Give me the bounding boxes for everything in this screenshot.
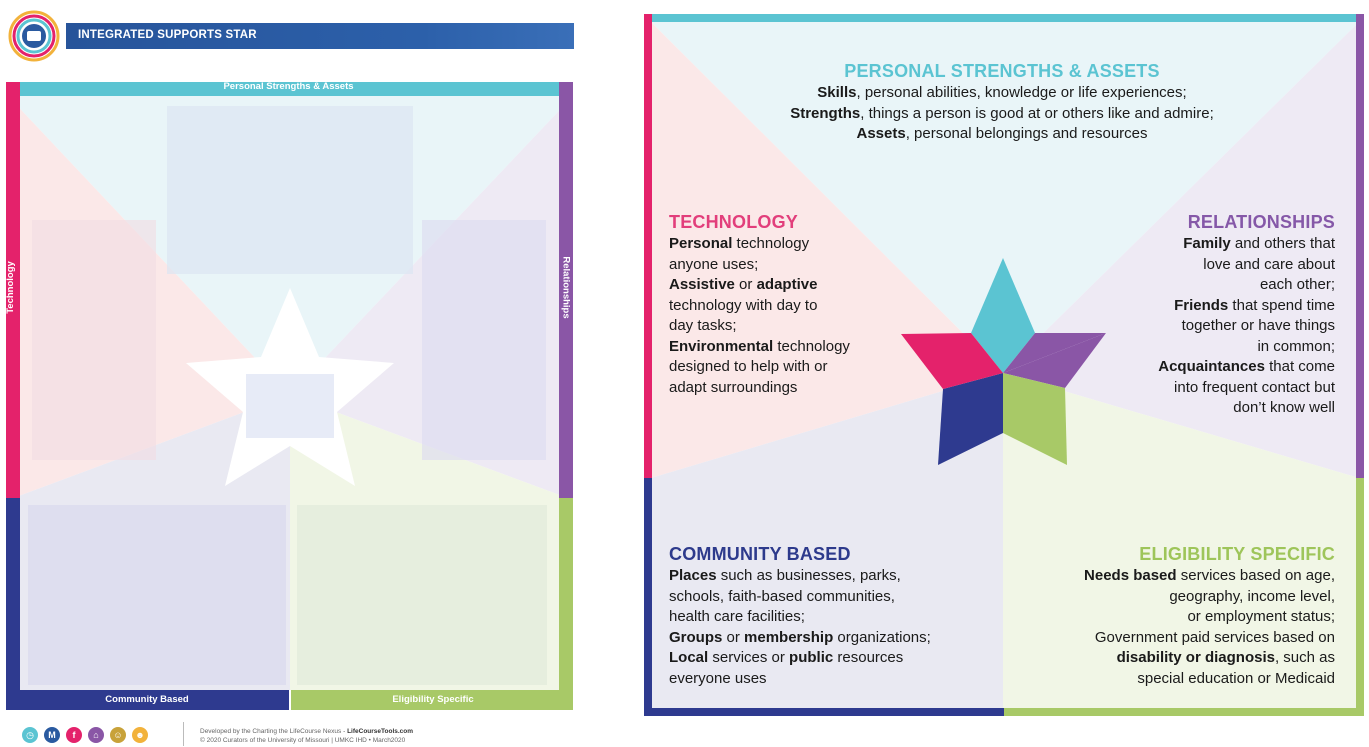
legend-eligibility-line: geography, income level,	[1169, 587, 1335, 605]
legend-border-top	[644, 14, 1363, 22]
legend-region-relationships	[1003, 22, 1359, 478]
legend-technology-line: designed to help with or	[669, 358, 828, 375]
legend-technology-line: adapt surroundings	[669, 378, 798, 396]
legend-community-line: Local services or public resources	[669, 649, 904, 666]
legend-technology-title: TECHNOLOGY	[669, 212, 799, 232]
worksheet-label-eligibility: Eligibility Specific	[392, 694, 474, 705]
star-point-eligibility	[1003, 373, 1067, 465]
f-badge-icon: f	[66, 727, 82, 743]
legend-relationships-title: RELATIONSHIPS	[1187, 212, 1335, 232]
legend-region-personal	[651, 22, 1359, 373]
clock-icon: ◷	[22, 727, 38, 743]
legend-eligibility-block: ELIGIBILITY SPECIFIC Needs based service…	[1040, 542, 1335, 689]
worksheet-label-personal: Personal Strengths & Assets	[223, 81, 354, 92]
legend-border-left-upper	[644, 14, 652, 478]
legend-personal-block: PERSONAL STRENGTHS & ASSETS Skills, pers…	[700, 59, 1304, 145]
legend-eligibility-line: Government paid services based on	[1094, 628, 1335, 646]
legend-community-title: COMMUNITY BASED	[669, 544, 851, 564]
people-icon: ☺	[110, 727, 126, 743]
legend-technology-line: technology with day to	[669, 296, 818, 314]
person-icon: ☻	[132, 727, 148, 743]
legend-eligibility-line: Needs based services based on age,	[1084, 567, 1335, 584]
legend-relationships-line: Family and others that	[1183, 235, 1335, 252]
legend-personal-line: Skills, personal abilities, knowledge or…	[817, 84, 1187, 101]
worksheet-band-bottom-right	[291, 690, 573, 710]
legend-border-right-upper	[1356, 14, 1364, 478]
m-badge-icon: M	[44, 727, 60, 743]
legend-region-eligibility	[1003, 373, 1359, 712]
legend-relationships-line: together or have things	[1181, 317, 1335, 334]
worksheet-band-right	[559, 82, 573, 498]
legend-relationships-line: Friends that spend time	[1174, 296, 1335, 314]
worksheet-box-technology	[32, 220, 156, 460]
legend-community-line: everyone uses	[669, 669, 767, 687]
legend-eligibility-line: disability or diagnosis, such as	[1116, 649, 1335, 666]
legend-relationships-line: each other;	[1259, 276, 1335, 293]
legend-technology-line: Assistive or adaptive	[669, 276, 818, 293]
worksheet-band-right-lower	[559, 498, 573, 710]
legend-eligibility-line: special education or Medicaid	[1137, 669, 1335, 687]
footer-line-2: © 2020 Curators of the University of Mis…	[200, 737, 406, 744]
legend-eligibility-line: or employment status;	[1187, 608, 1335, 625]
worksheet-box-eligibility	[297, 505, 547, 685]
legend-border-left-lower	[644, 478, 652, 716]
legend-personal-line: Assets, personal belongings and resource…	[856, 125, 1148, 142]
legend-personal-title: PERSONAL STRENGTHS & ASSETS	[844, 61, 1160, 81]
footer-divider	[183, 722, 184, 746]
legend-relationships-line: love and care about	[1203, 255, 1335, 273]
worksheet-title-bar: INTEGRATED SUPPORTS STAR	[66, 23, 574, 49]
legend-region-technology	[651, 22, 1003, 478]
lifecourse-logo-icon	[8, 10, 60, 62]
worksheet-band-bottom-left	[6, 690, 289, 710]
legend-community-line: Places such as businesses, parks,	[669, 567, 901, 584]
worksheet-box-community	[28, 505, 286, 685]
worksheet-box-center	[246, 374, 334, 438]
star-point-technology	[901, 333, 1003, 389]
legend-technology-line: anyone uses;	[669, 255, 759, 273]
legend-border-right-lower	[1356, 478, 1364, 716]
star-point-personal	[971, 258, 1035, 373]
legend-relationships-line: don’t know well	[1233, 399, 1335, 416]
legend-border-bottom-left	[644, 708, 1004, 716]
worksheet-title: INTEGRATED SUPPORTS STAR	[78, 29, 257, 41]
star-point-relationships-lower	[1003, 333, 1106, 388]
worksheet-box-relationships	[422, 220, 546, 460]
legend-community-line: health care facilities;	[669, 608, 805, 625]
legend-relationships-line: Acquaintances that come	[1158, 358, 1335, 375]
legend-community-line: Groups or membership organizations;	[669, 628, 931, 646]
worksheet-star-diagram	[6, 82, 573, 710]
legend-community-line: schools, faith-based communities,	[669, 587, 895, 605]
legend-technology-line: Environmental technology	[669, 337, 850, 355]
footer-line-1: Developed by the Charting the LifeCourse…	[200, 728, 414, 735]
worksheet-label-community: Community Based	[105, 694, 189, 705]
legend-community-block: COMMUNITY BASED Places such as businesse…	[669, 542, 969, 689]
star-point-community	[938, 373, 1003, 465]
legend-relationships-block: RELATIONSHIPS Family and others that lov…	[1110, 210, 1335, 419]
worksheet-box-personal	[167, 106, 413, 274]
worksheet-band-top	[6, 82, 573, 96]
legend-personal-line: Strengths, things a person is good at or…	[790, 104, 1214, 122]
legend-star-diagram	[644, 14, 1364, 716]
home-icon: ⌂	[88, 727, 104, 743]
worksheet-band-left-lower	[6, 498, 20, 710]
worksheet-label-technology: Technology	[4, 261, 16, 314]
legend-eligibility-title: ELIGIBILITY SPECIFIC	[1139, 544, 1335, 564]
legend-relationships-line: in common;	[1257, 337, 1335, 355]
footer-icon-row: ◷ M f ⌂ ☺ ☻	[22, 727, 148, 745]
legend-technology-line: day tasks;	[669, 317, 737, 334]
worksheet-label-relationships: Relationships	[560, 256, 572, 319]
footer-credits: Developed by the Charting the LifeCourse…	[200, 727, 413, 745]
legend-region-community	[651, 373, 1003, 712]
worksheet-band-left	[6, 82, 20, 498]
legend-technology-line: Personal technology	[669, 235, 810, 252]
legend-relationships-line: into frequent contact but	[1174, 378, 1335, 396]
legend-technology-block: TECHNOLOGY Personal technology anyone us…	[669, 210, 899, 398]
legend-border-bottom-right	[1004, 708, 1364, 716]
